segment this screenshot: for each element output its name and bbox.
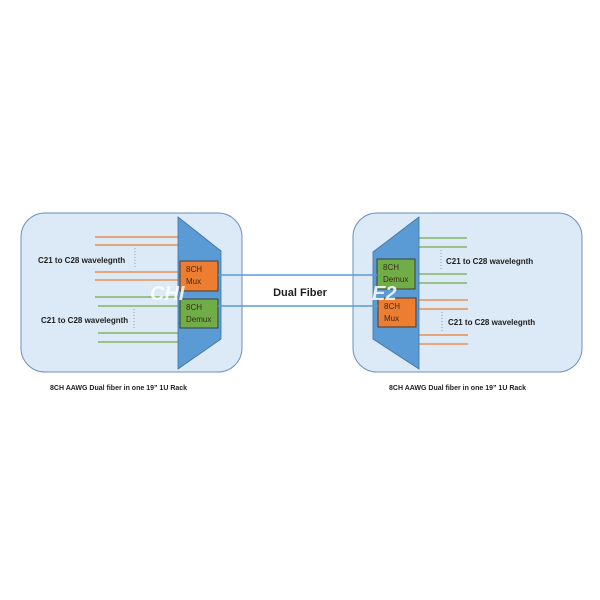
right-rack-caption: 8CH AAWG Dual fiber in one 19” 1U Rack — [389, 385, 526, 392]
left-mux-module — [179, 260, 219, 292]
left-demux-module-line1: 8CH — [186, 303, 202, 312]
right-demux-module — [376, 258, 416, 290]
right-mux-module — [377, 297, 417, 328]
right-mux-module-line2: Mux — [384, 314, 399, 323]
right-demux-module-line2: Demux — [383, 275, 408, 284]
left-rack-caption: 8CH AAWG Dual fiber in one 19” 1U Rack — [50, 385, 187, 392]
right-demux-module-line1: 8CH — [383, 263, 399, 272]
left-mux-wavelength-label: C21 to C28 wavelegnth — [38, 256, 125, 265]
left-watermark: CHI — [150, 283, 185, 305]
right-mux-module-line1: 8CH — [384, 302, 400, 311]
left-demux-module — [179, 298, 219, 329]
left-rack-panel: 8CH Mux 8CH Demux C21 to C28 wavelegnth … — [20, 212, 243, 373]
right-aawg-device — [372, 216, 420, 370]
dual-fiber-label: Dual Fiber — [273, 287, 328, 299]
right-rack-panel: 8CH Demux 8CH Mux C21 to C28 wavelegnth … — [352, 212, 583, 373]
right-watermark: E2 — [372, 283, 396, 305]
right-demux-wavelength-label: C21 to C28 wavelegnth — [446, 257, 533, 266]
left-mux-module-line2: Mux — [186, 277, 201, 286]
left-mux-module-line1: 8CH — [186, 265, 202, 274]
left-demux-module-line2: Demux — [186, 315, 211, 324]
right-mux-wavelength-label: C21 to C28 wavelegnth — [448, 318, 535, 327]
left-aawg-device — [177, 216, 222, 370]
left-demux-wavelength-label: C21 to C28 wavelegnth — [41, 316, 128, 325]
